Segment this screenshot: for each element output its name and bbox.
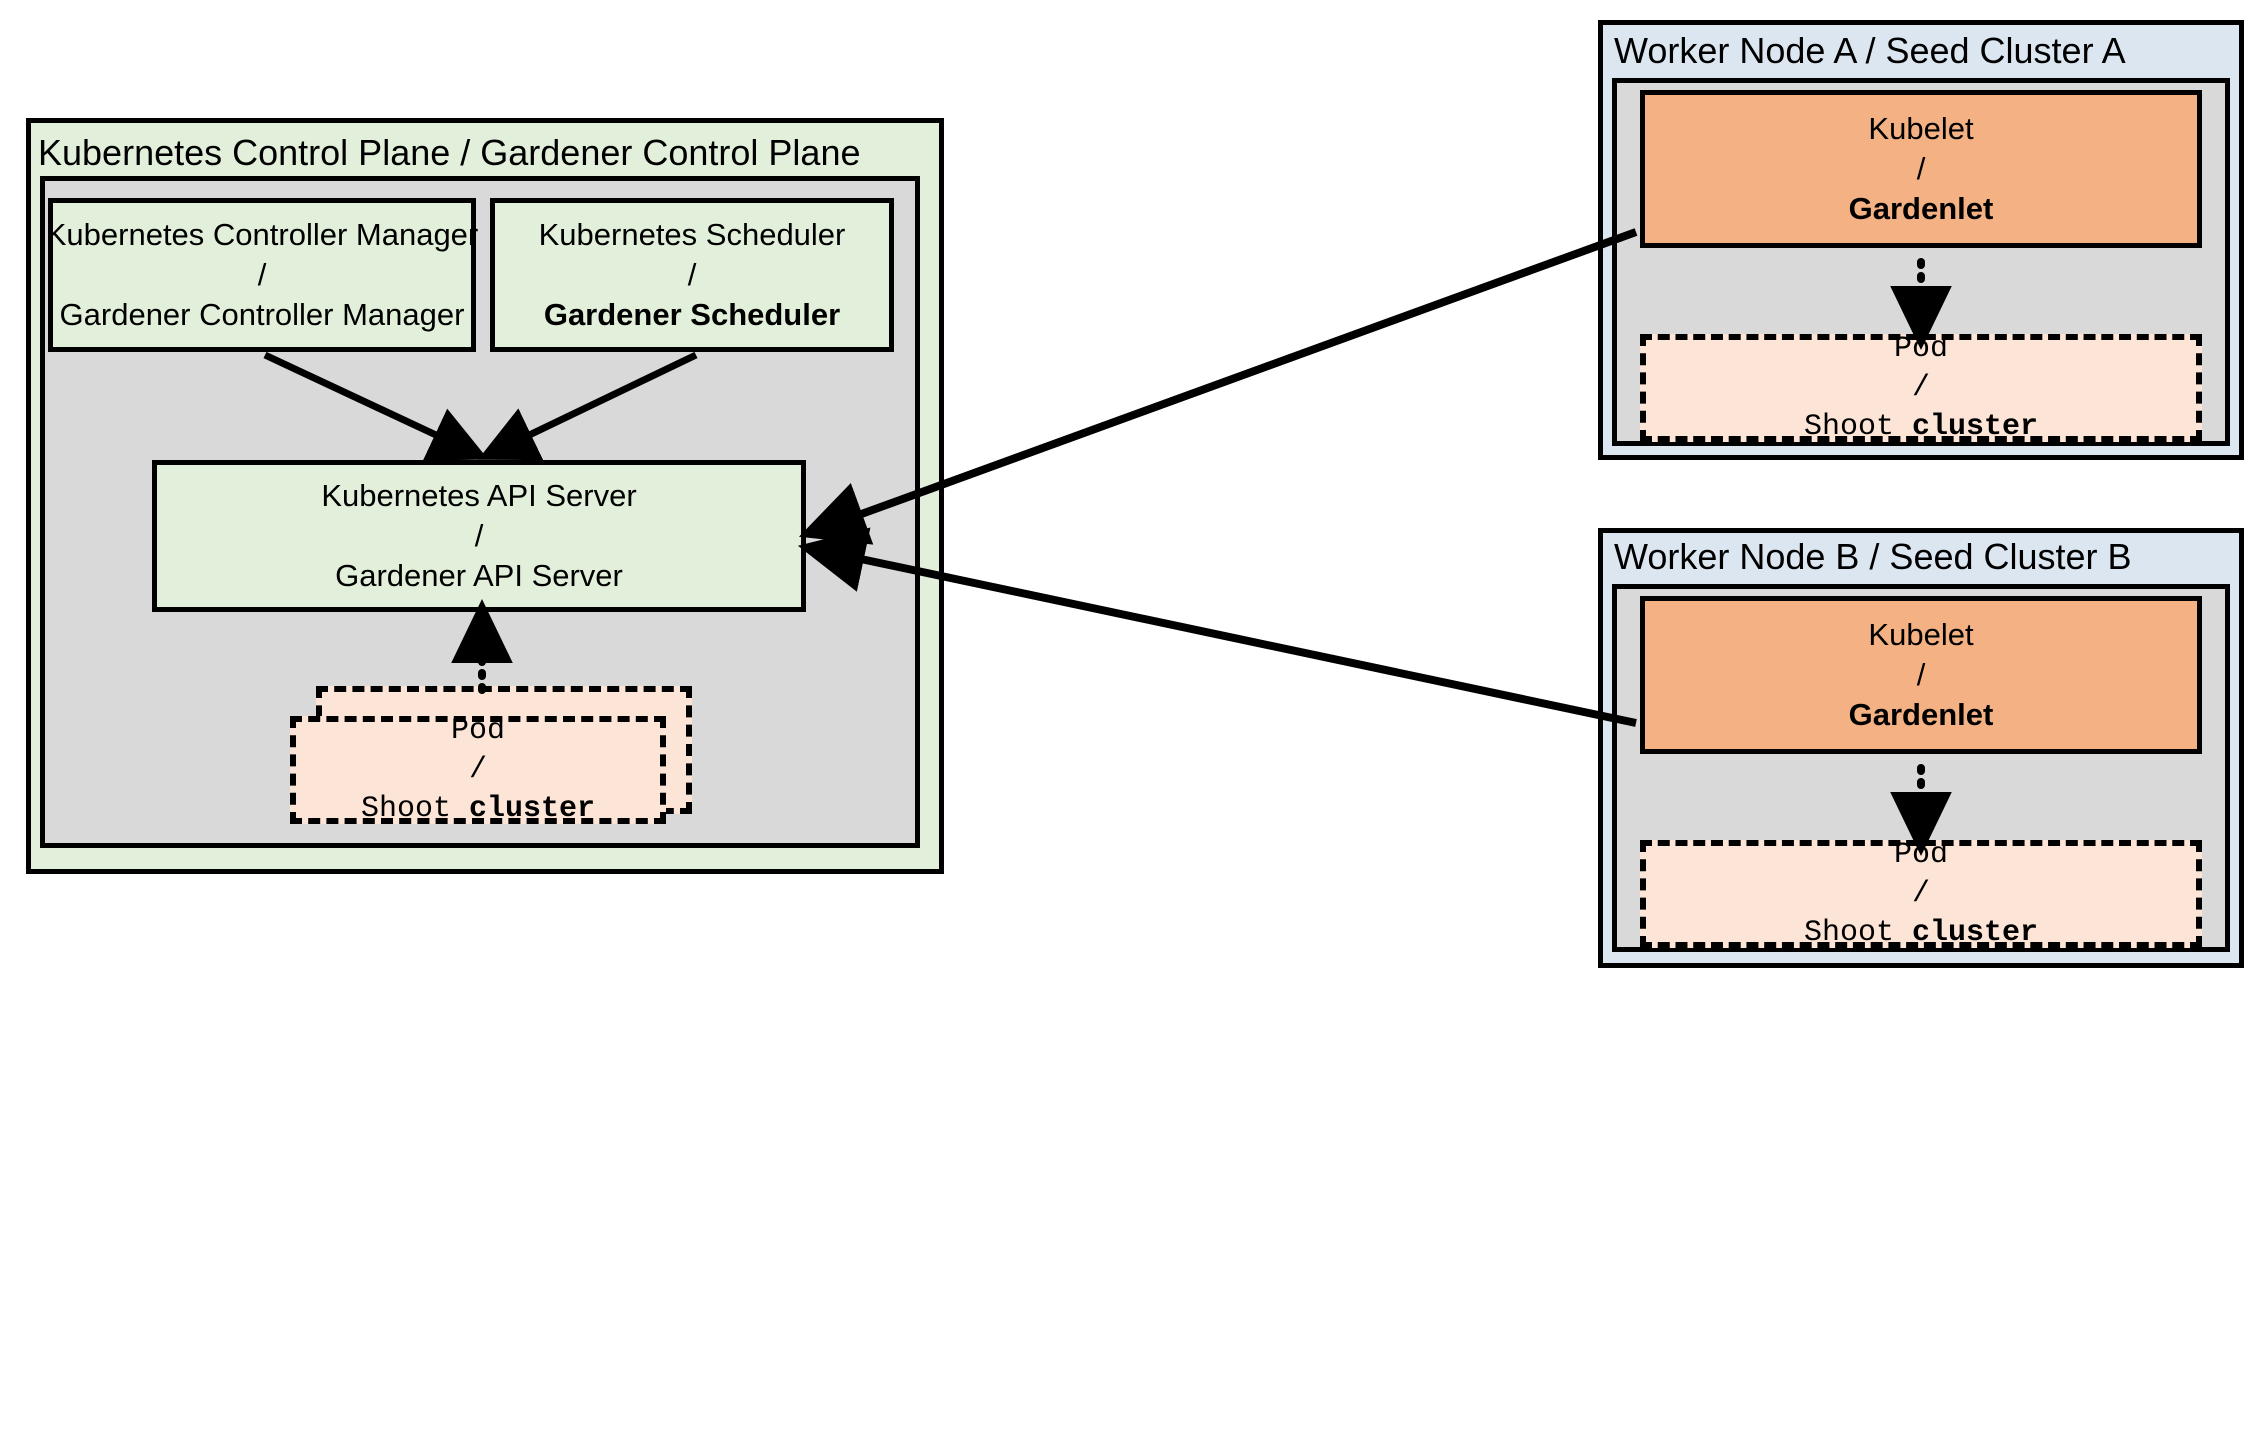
scheduler-line1: Kubernetes Scheduler (538, 216, 846, 252)
shoot-pod-b-shoot-label: Shoot (1803, 915, 1912, 950)
control-plane-pod-shoot-label: Shoot (360, 791, 469, 826)
kubernetes-scheduler-box[interactable]: Kubernetes Scheduler / Gardener Schedule… (490, 198, 894, 352)
scheduler-separator: / (687, 256, 697, 292)
control-plane-pod-separator: / (468, 752, 487, 787)
shoot-pod-b-line2: Shoot cluster (1804, 914, 2038, 953)
gardenlet-a-line2: Gardenlet (1848, 191, 1994, 227)
kubernetes-api-server-box[interactable]: Kubernetes API Server / Gardener API Ser… (152, 460, 806, 612)
kubelet-b-line1: Kubelet (1868, 616, 1974, 652)
shoot-pod-a-separator: / (1911, 370, 1930, 405)
kubelet-gardenlet-a-box[interactable]: Kubelet / Gardenlet (1640, 90, 2202, 248)
shoot-pod-b-cluster-label: cluster (1912, 915, 2039, 950)
shoot-pod-a-line2: Shoot cluster (1804, 408, 2038, 447)
kubelet-a-separator: / (1916, 150, 1926, 186)
api-server-separator: / (474, 517, 484, 553)
worker-node-b-title: Worker Node B / Seed Cluster B (1614, 536, 2132, 577)
shoot-pod-a-line1: Pod (1893, 331, 1948, 366)
arrow-gardenlet-b-to-api-server (797, 527, 1637, 727)
control-plane-pod-box[interactable]: Pod / Shoot cluster (290, 714, 666, 826)
kubelet-b-separator: / (1916, 656, 1926, 692)
controller-manager-line1: Kubernetes Controller Manager (45, 216, 479, 252)
worker-node-a-title: Worker Node A / Seed Cluster A (1614, 30, 2126, 71)
shoot-pod-a-shoot-label: Shoot (1803, 409, 1912, 444)
shoot-pod-b-line1: Pod (1893, 837, 1948, 872)
gardener-scheduler-line2: Gardener Scheduler (543, 297, 841, 333)
gardener-api-server-line2: Gardener API Server (335, 558, 623, 594)
arrow-gardenlet-a-to-api-server (798, 228, 1638, 545)
kubelet-a-line1: Kubelet (1868, 110, 1974, 146)
control-plane-pod-line2: Shoot cluster (361, 790, 595, 829)
control-plane-pod-cluster-label: cluster (469, 791, 596, 826)
shoot-pod-b-separator: / (1911, 876, 1930, 911)
shoot-pod-b-box[interactable]: Pod / Shoot cluster (1640, 838, 2202, 950)
api-server-line1: Kubernetes API Server (321, 477, 637, 513)
kubernetes-controller-manager-box[interactable]: Kubernetes Controller Manager / Gardener… (45, 198, 479, 352)
control-plane-title: Kubernetes Control Plane / Gardener Cont… (38, 132, 861, 173)
gardener-controller-manager-line2: Gardener Controller Manager (59, 297, 465, 333)
kubelet-gardenlet-b-box[interactable]: Kubelet / Gardenlet (1640, 596, 2202, 754)
controller-manager-separator: / (257, 256, 267, 292)
shoot-pod-a-cluster-label: cluster (1912, 409, 2039, 444)
gardenlet-b-line2: Gardenlet (1848, 697, 1994, 733)
shoot-pod-a-box[interactable]: Pod / Shoot cluster (1640, 332, 2202, 444)
control-plane-pod-line1: Pod (450, 713, 505, 748)
